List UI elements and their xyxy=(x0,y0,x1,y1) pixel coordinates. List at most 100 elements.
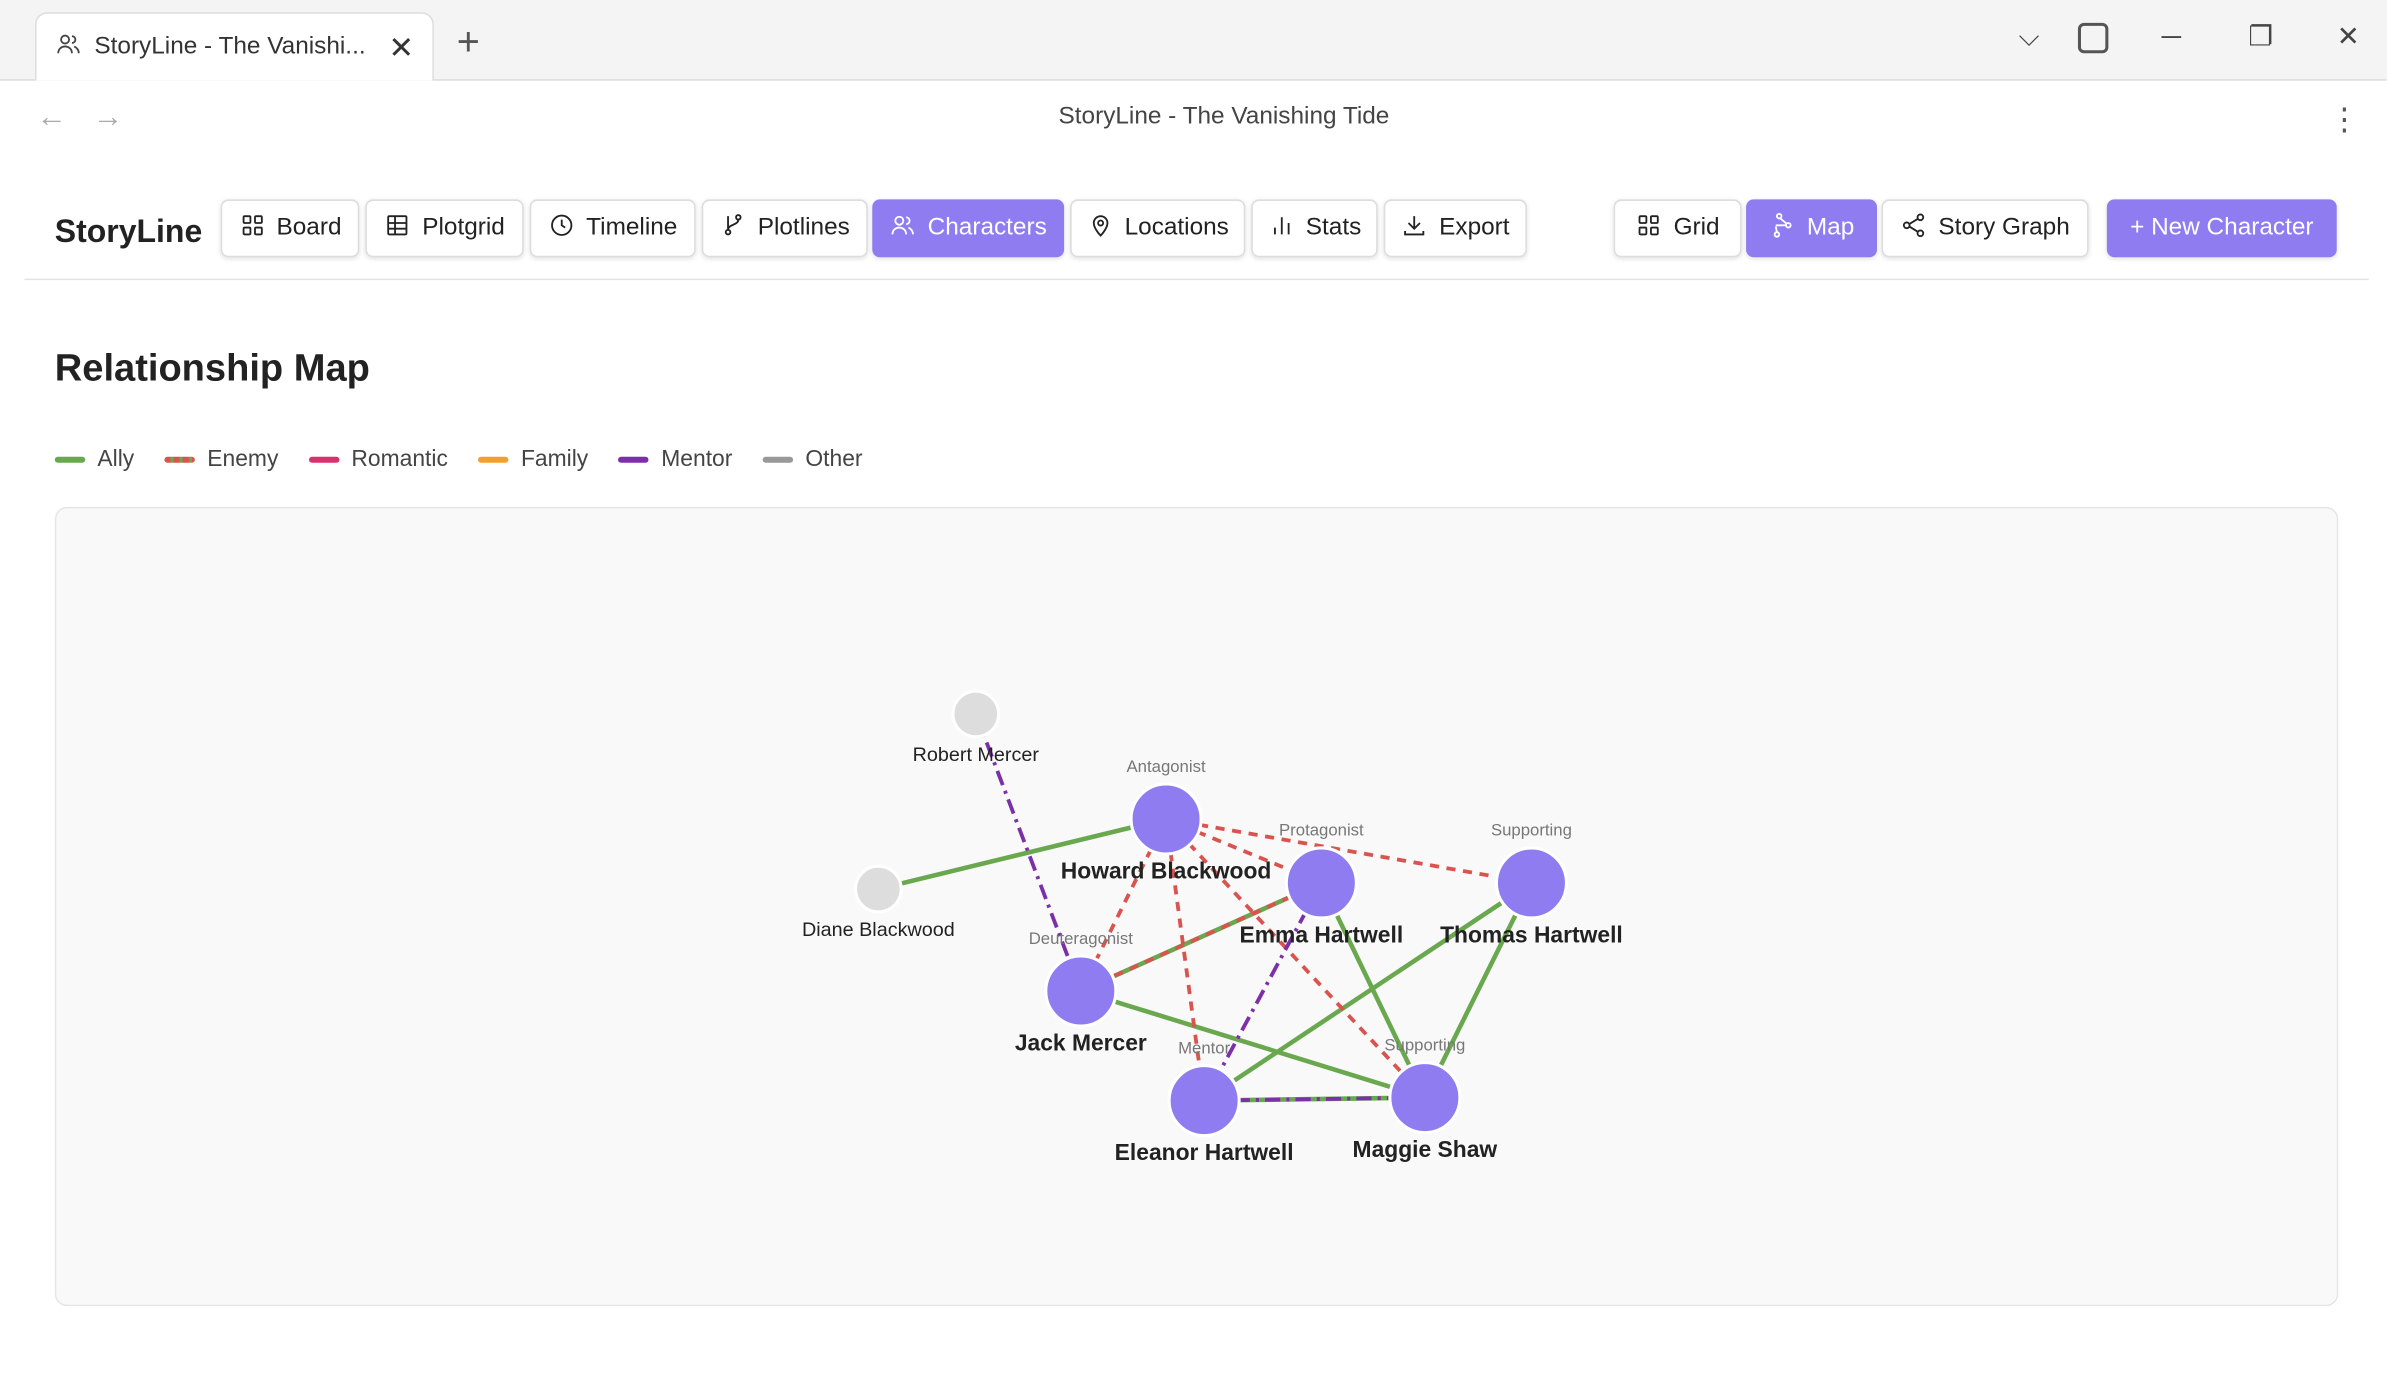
app-toolbar: StoryLine Board Plotgrid Timeline Plotlines… xyxy=(0,199,2387,260)
view-story-graph-button[interactable]: Story Graph xyxy=(1881,199,2089,258)
legend-label: Enemy xyxy=(207,446,279,472)
pin-icon xyxy=(1087,211,1114,246)
node-role: Supporting xyxy=(1384,1035,1465,1054)
edge-ally-thomas-eleanor[interactable] xyxy=(1202,881,1533,1103)
branch-icon xyxy=(720,211,747,246)
node-circle[interactable] xyxy=(951,689,1001,739)
close-tab-icon[interactable]: ✕ xyxy=(388,31,415,65)
nav-timeline-button[interactable]: Timeline xyxy=(529,199,696,258)
legend-swatch xyxy=(478,455,509,463)
more-menu-icon[interactable]: ⋮ xyxy=(2329,103,2360,138)
browser-tab[interactable]: StoryLine - The Vanishi... ✕ xyxy=(35,12,434,81)
edge-mentor-emma-eleanor[interactable] xyxy=(1202,882,1324,1102)
grid-icon xyxy=(238,211,265,246)
edge-mentor-eleanor-maggie[interactable] xyxy=(1204,1095,1425,1103)
button-label: Plotgrid xyxy=(422,214,505,241)
button-label: Map xyxy=(1806,214,1855,241)
view-map-button[interactable]: Map xyxy=(1746,199,1877,258)
close-window-icon[interactable]: ✕ xyxy=(2336,21,2360,52)
node-circle[interactable] xyxy=(1167,1064,1241,1138)
node-name: Diane Blackwood xyxy=(802,919,955,941)
button-label: Timeline xyxy=(586,214,678,241)
node-circle[interactable] xyxy=(1044,954,1118,1028)
tab-title: StoryLine - The Vanishi... xyxy=(94,33,366,60)
restore-icon[interactable]: ❐ xyxy=(2248,21,2274,52)
tab-list-chevron-icon[interactable]: ⌵ xyxy=(2018,21,2040,52)
node-name: Jack Mercer xyxy=(1015,1029,1147,1055)
edge-enemy-howard-eleanor[interactable] xyxy=(1164,818,1207,1101)
button-label: Export xyxy=(1439,214,1510,241)
edge-ally-jack-maggie[interactable] xyxy=(1080,988,1426,1100)
edge-enemy-howard-thomas[interactable] xyxy=(1165,817,1532,885)
forward-icon[interactable]: → xyxy=(92,100,124,134)
map-graph-icon xyxy=(1769,211,1796,246)
new-character-label: + New Character xyxy=(2130,214,2314,241)
legend-swatch xyxy=(618,455,650,463)
nav-plotgrid-button[interactable]: Plotgrid xyxy=(365,199,524,258)
node-role: Antagonist xyxy=(1127,757,1206,776)
users-icon xyxy=(55,30,82,65)
button-label: Board xyxy=(276,214,342,241)
new-character-button[interactable]: + New Character xyxy=(2106,199,2337,258)
node-name: Eleanor Hartwell xyxy=(1115,1139,1294,1165)
node-role: Mentor xyxy=(1178,1038,1231,1057)
nav-characters-button[interactable]: Characters xyxy=(872,199,1065,258)
button-label: Grid xyxy=(1673,214,1720,241)
legend-item-romantic: Romantic xyxy=(308,446,448,472)
clock-icon xyxy=(548,211,575,246)
node-name: Maggie Shaw xyxy=(1353,1136,1498,1162)
node-circle[interactable] xyxy=(1388,1061,1462,1135)
nav-locations-button[interactable]: Locations xyxy=(1070,199,1246,258)
nav-stats-button[interactable]: Stats xyxy=(1251,199,1378,258)
edge-mentor-robert-jack[interactable] xyxy=(974,713,1083,992)
new-tab-button[interactable]: + xyxy=(456,18,480,64)
minimize-icon[interactable]: ─ xyxy=(2161,21,2182,52)
edge-ally-diane-howard[interactable] xyxy=(877,816,1167,892)
node-role: Protagonist xyxy=(1279,821,1364,840)
legend-swatch xyxy=(762,455,794,463)
nav-plotlines-button[interactable]: Plotlines xyxy=(701,199,868,258)
download-icon xyxy=(1401,211,1428,246)
users-icon xyxy=(890,211,917,246)
table-icon xyxy=(384,211,411,246)
grid-icon xyxy=(1636,211,1663,246)
character-node-diane[interactable]: Diane Blackwood xyxy=(802,864,955,941)
legend-label: Romantic xyxy=(351,446,448,472)
legend-item-enemy: Enemy xyxy=(164,446,279,472)
node-circle[interactable] xyxy=(1494,846,1568,920)
node-circle[interactable] xyxy=(1284,846,1358,920)
character-node-robert[interactable]: Robert Mercer xyxy=(913,689,1040,766)
edge-enemy-emma-jack[interactable] xyxy=(1080,881,1323,993)
node-circle[interactable] xyxy=(1129,782,1203,856)
app-brand: StoryLine xyxy=(54,214,203,250)
button-label: Characters xyxy=(927,214,1047,241)
relationship-legend: Ally Enemy Romantic Family Mentor Other xyxy=(54,446,893,472)
sidebar-toggle-icon[interactable] xyxy=(2077,22,2109,54)
edge-ally-thomas-maggie[interactable] xyxy=(1422,881,1534,1099)
legend-label: Other xyxy=(805,446,863,472)
legend-item-family: Family xyxy=(478,446,588,472)
browser-tab-bar: StoryLine - The Vanishi... ✕ + ⌵ ─ ❐ ✕ xyxy=(0,0,2387,81)
bar-chart-icon xyxy=(1268,211,1295,246)
share-icon xyxy=(1900,211,1927,246)
legend-item-ally: Ally xyxy=(54,446,134,472)
node-circle[interactable] xyxy=(854,864,903,914)
button-label: Locations xyxy=(1124,214,1229,241)
button-label: Stats xyxy=(1305,214,1362,241)
back-icon[interactable]: ← xyxy=(36,100,67,134)
nav-board-button[interactable]: Board xyxy=(220,199,360,258)
legend-item-other: Other xyxy=(762,446,863,472)
edge-enemy-howard-maggie[interactable] xyxy=(1164,817,1427,1099)
legend-item-mentor: Mentor xyxy=(618,446,732,472)
view-grid-button[interactable]: Grid xyxy=(1613,199,1742,258)
nav-export-button[interactable]: Export xyxy=(1383,199,1527,258)
